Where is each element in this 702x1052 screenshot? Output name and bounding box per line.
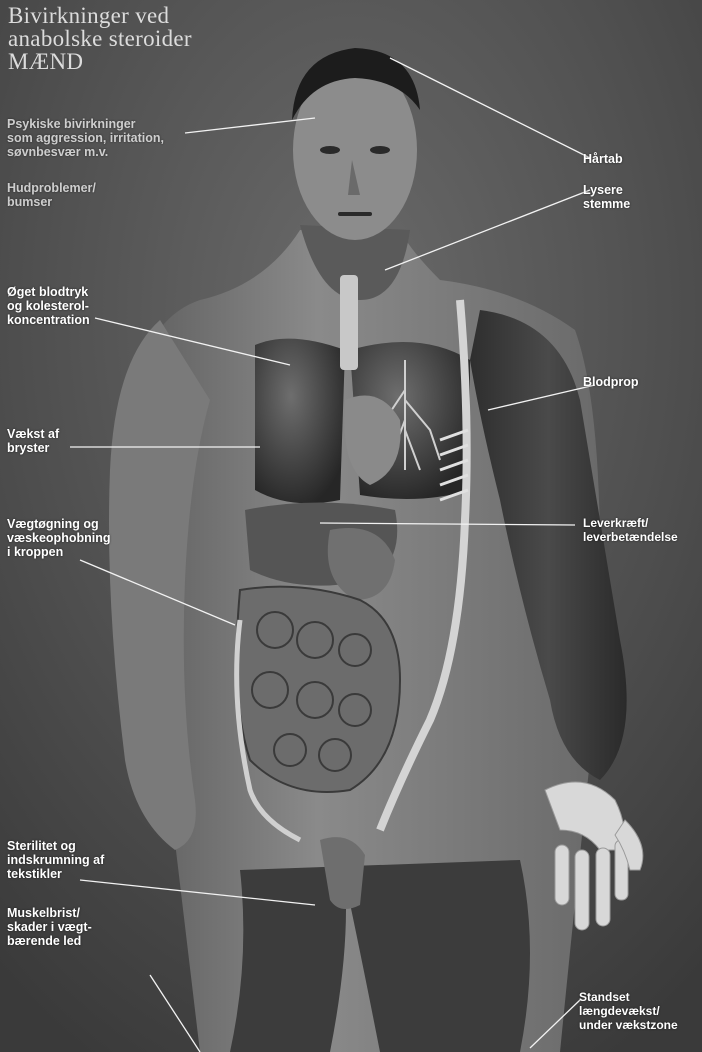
title-line-3: MÆND — [8, 50, 192, 73]
label-muscle-injury: Muskelbrist/ skader i vægt- bærende led — [7, 906, 92, 948]
label-blood-pressure: Øget blodtryk og kolesterol- koncentrati… — [7, 285, 90, 327]
label-skin-problems: Hudproblemer/ bumser — [7, 181, 96, 209]
label-stunted-growth: Standset længdevækst/ under vækstzone — [579, 990, 678, 1032]
legs — [230, 860, 530, 1052]
label-breast-growth: Vækst af bryster — [7, 427, 59, 455]
label-hair-loss: Hårtab — [583, 152, 623, 166]
label-liver-disease: Leverkræft/ leverbetændelse — [583, 516, 678, 544]
label-lighter-voice: Lysere stemme — [583, 183, 630, 211]
label-water-retention: Vægtøgning og væskeophobning i kroppen — [7, 517, 110, 559]
title-line-1: Bivirkninger ved — [8, 4, 192, 27]
label-blood-clot: Blodprop — [583, 375, 639, 389]
label-sterility: Sterilitet og indskrumning af tekstikler — [7, 839, 104, 881]
trachea — [340, 275, 358, 370]
poster-title: Bivirkninger ved anabolske steroider MÆN… — [8, 4, 192, 73]
intestines — [237, 587, 400, 792]
label-psychological-effects: Psykiske bivirkninger som aggression, ir… — [7, 117, 164, 159]
lungs — [255, 339, 345, 504]
title-line-2: anabolske steroider — [8, 27, 192, 50]
